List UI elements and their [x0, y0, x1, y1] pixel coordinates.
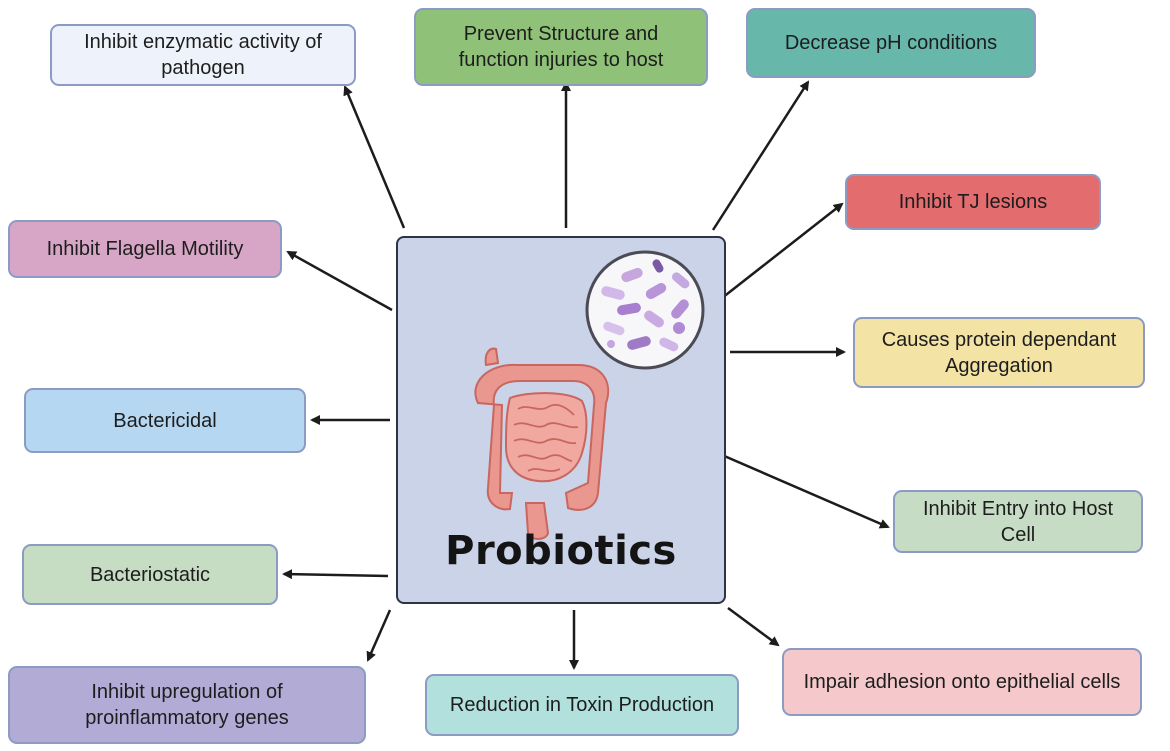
effect-impair-adhesion: Impair adhesion onto epithelial cells	[782, 648, 1142, 716]
effect-decrease-ph: Decrease pH conditions	[746, 8, 1036, 78]
effect-reduction-toxin: Reduction in Toxin Production	[425, 674, 739, 736]
arrow-to-bacteriostatic	[282, 569, 389, 580]
effect-label: Inhibit TJ lesions	[898, 191, 1048, 213]
arrow-to-decrease-ph	[711, 80, 810, 231]
effect-label: Causes protein dependant Aggregation	[881, 328, 1117, 377]
arrow-to-impair-adhesion	[727, 606, 780, 647]
effect-label: Bactericidal	[113, 409, 217, 432]
effect-bacteriostatic: Bacteriostatic	[22, 544, 278, 605]
intestine-icon	[474, 347, 610, 540]
effect-prevent-structure: Prevent Structure and function injuries …	[414, 8, 708, 86]
effect-inhibit-upregulation: Inhibit upregulation of proinflammatory …	[8, 666, 366, 744]
effect-inhibit-entry: Inhibit Entry into Host Cell	[893, 490, 1143, 553]
bacteria-magnifier-icon	[585, 250, 705, 370]
arrow-to-inhibit-tj	[721, 202, 844, 299]
effect-label: Decrease pH conditions	[784, 32, 998, 54]
effect-label: Inhibit Entry into Host Cell	[922, 497, 1114, 546]
arrow-to-inhibit-entry	[721, 453, 890, 529]
effect-label: Inhibit upregulation of proinflammatory …	[85, 681, 289, 729]
effect-inhibit-enzymatic: Inhibit enzymatic activity of pathogen	[50, 24, 356, 86]
effect-protein-aggregation: Causes protein dependant Aggregation	[853, 317, 1145, 388]
effect-label: Inhibit Flagella Motility	[46, 238, 244, 260]
effect-label: Reduction in Toxin Production	[449, 694, 715, 716]
effect-label: Bacteriostatic	[89, 563, 211, 586]
effect-bactericidal: Bactericidal	[24, 388, 306, 453]
effect-inhibit-tj: Inhibit TJ lesions	[845, 174, 1101, 230]
arrow-to-inhibit-flagella	[286, 250, 393, 312]
center-title: Probiotics	[445, 528, 677, 574]
arrow-to-inhibit-upregulation	[366, 609, 392, 662]
effect-label: Inhibit enzymatic activity of pathogen	[84, 31, 322, 79]
effect-label: Prevent Structure and function injuries …	[458, 23, 664, 71]
arrow-to-inhibit-enzymatic	[343, 85, 406, 229]
effect-inhibit-flagella: Inhibit Flagella Motility	[8, 220, 282, 278]
effect-label: Impair adhesion onto epithelial cells	[803, 671, 1121, 693]
probiotics-center-box: Probiotics	[396, 236, 726, 604]
